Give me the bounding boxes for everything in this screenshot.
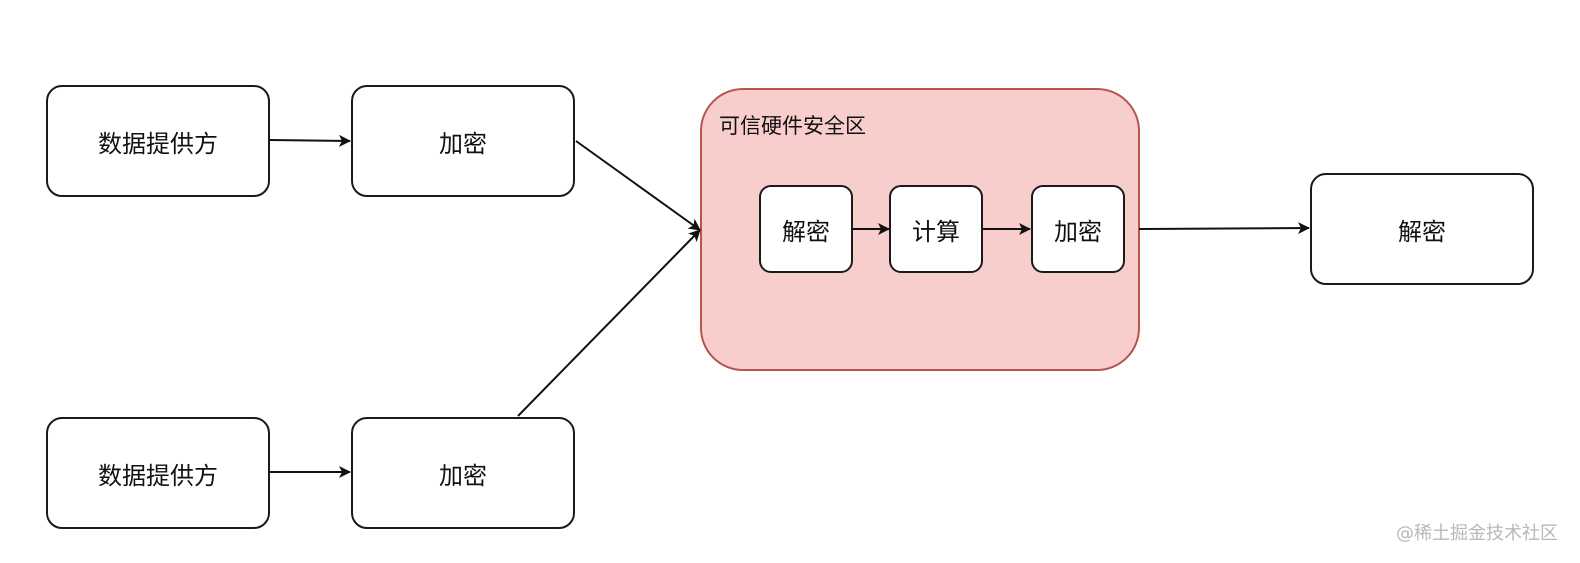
encrypt-node-2[interactable]: 加密 bbox=[351, 417, 575, 529]
edge-encrypt1-to-enclave bbox=[575, 140, 701, 231]
enclave-title: 可信硬件安全区 bbox=[719, 114, 866, 138]
data-provider-node-1[interactable]: 数据提供方 bbox=[46, 85, 270, 197]
enclave-encrypt-step[interactable]: 加密 bbox=[1031, 185, 1125, 273]
encrypt-node-1[interactable]: 加密 bbox=[351, 85, 575, 197]
enclave-decrypt-step[interactable]: 解密 bbox=[759, 185, 853, 273]
output-decrypt-node[interactable]: 解密 bbox=[1310, 173, 1534, 285]
enclave-compute-step[interactable]: 计算 bbox=[889, 185, 983, 273]
edge-encrypt2-to-enclave bbox=[517, 229, 701, 417]
watermark: @稀土掘金技术社区 bbox=[1396, 523, 1558, 544]
data-provider-node-2[interactable]: 数据提供方 bbox=[46, 417, 270, 529]
edge-provider1-to-encrypt1 bbox=[269, 134, 351, 147]
edge-enclave-to-output bbox=[1138, 222, 1310, 235]
